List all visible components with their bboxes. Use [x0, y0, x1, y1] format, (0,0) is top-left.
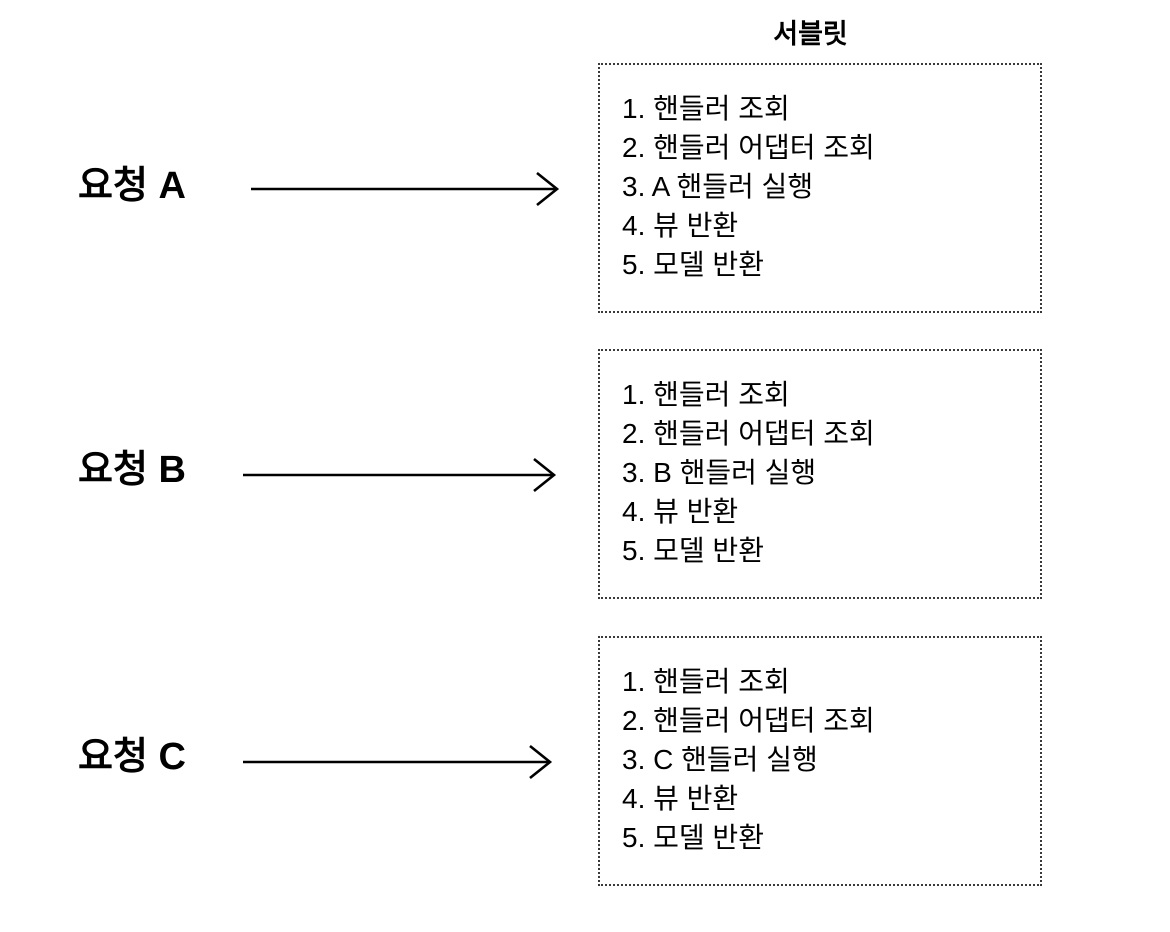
step-item: 5. 모델 반환: [622, 249, 764, 280]
request-label-b: 요청 B: [78, 449, 186, 491]
servlet-steps-box-a: 1. 핸들러 조회 2. 핸들러 어댑터 조회 3. A 핸들러 실행 4. 뷰…: [598, 63, 1042, 313]
servlet-steps-box-c: 1. 핸들러 조회 2. 핸들러 어댑터 조회 3. C 핸들러 실행 4. 뷰…: [598, 636, 1042, 886]
step-item: 2. 핸들러 어댑터 조회: [622, 418, 875, 449]
step-item: 2. 핸들러 어댑터 조회: [622, 705, 875, 736]
step-item: 3. B 핸들러 실행: [622, 457, 817, 488]
step-item: 1. 핸들러 조회: [622, 666, 790, 697]
step-item: 1. 핸들러 조회: [622, 379, 790, 410]
servlet-steps-box-b: 1. 핸들러 조회 2. 핸들러 어댑터 조회 3. B 핸들러 실행 4. 뷰…: [598, 349, 1042, 599]
diagram-title: 서블릿: [773, 19, 848, 49]
arrow-right-icon: [242, 742, 553, 782]
step-item: 5. 모델 반환: [622, 535, 764, 566]
step-item: 2. 핸들러 어댑터 조회: [622, 132, 875, 163]
request-label-a: 요청 A: [78, 165, 186, 207]
step-item: 1. 핸들러 조회: [622, 93, 790, 124]
step-item: 4. 뷰 반환: [622, 496, 739, 527]
step-item: 4. 뷰 반환: [622, 210, 739, 241]
arrow-right-icon: [242, 455, 557, 495]
step-item: 3. A 핸들러 실행: [622, 171, 814, 202]
arrow-right-icon: [250, 169, 560, 209]
step-item: 3. C 핸들러 실행: [622, 744, 818, 775]
step-item: 4. 뷰 반환: [622, 783, 739, 814]
request-label-c: 요청 C: [78, 736, 186, 778]
step-item: 5. 모델 반환: [622, 822, 764, 853]
